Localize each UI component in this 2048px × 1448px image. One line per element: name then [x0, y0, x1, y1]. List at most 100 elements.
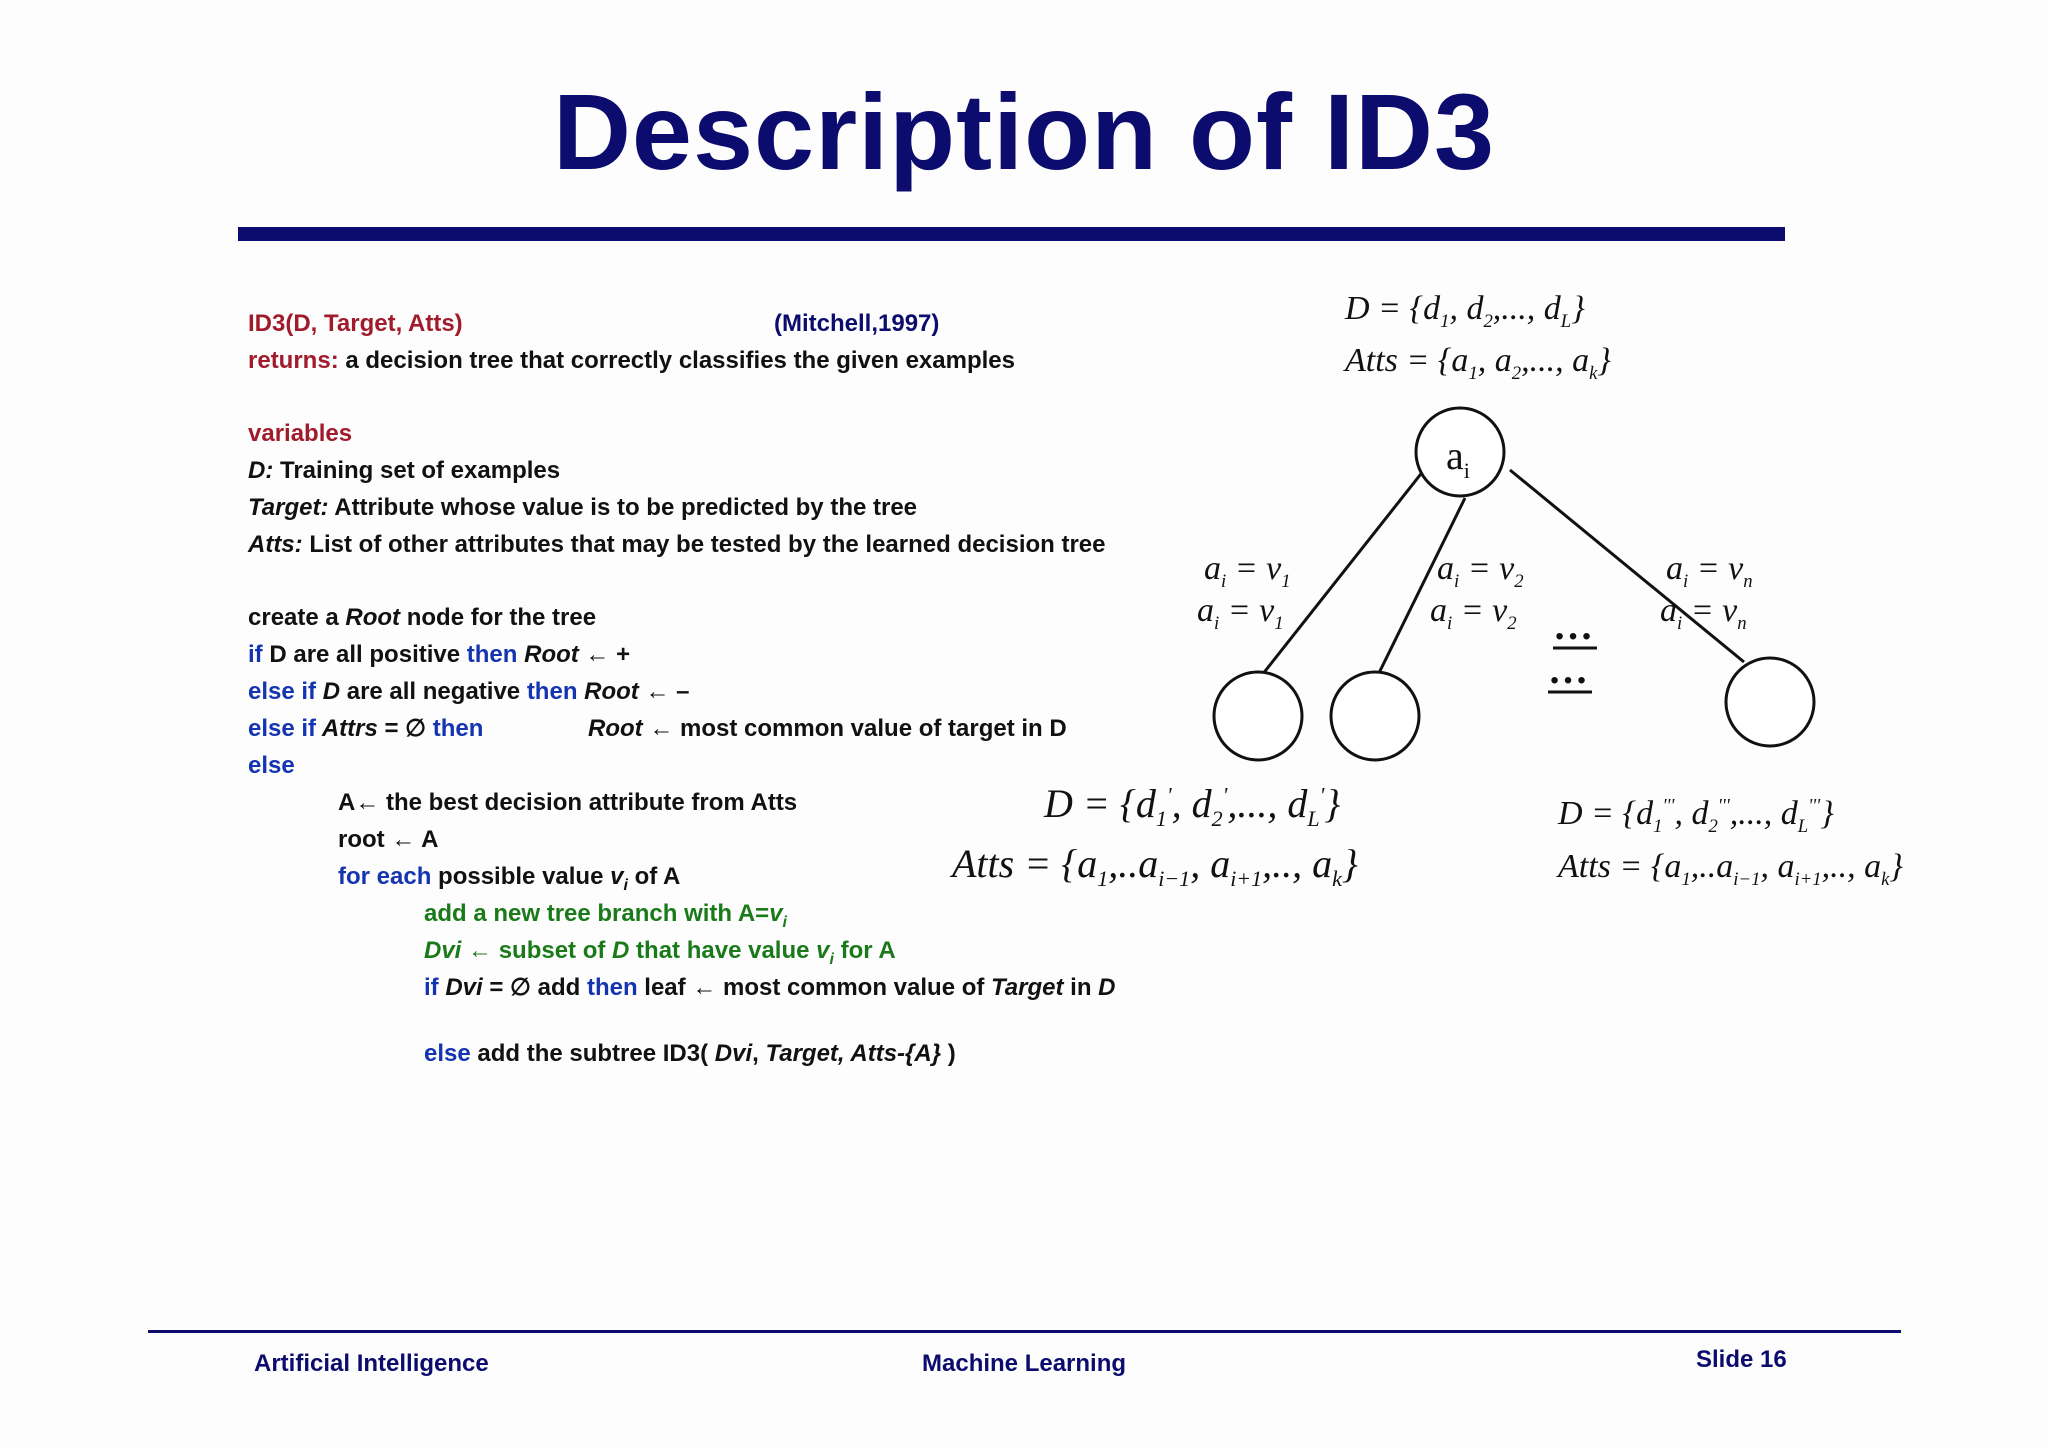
- algo-text: ,: [752, 1040, 766, 1067]
- algo-text: of A: [627, 863, 681, 890]
- title-divider: [238, 227, 1785, 241]
- algo-root: Root: [588, 715, 643, 742]
- keyword-then: then: [526, 678, 578, 705]
- variable-atts: Atts: List of other attributes that may …: [248, 531, 1106, 559]
- algo-line-subset: Dvi ← subset of D that have value vi for…: [424, 937, 896, 974]
- returns-text: a decision tree that correctly classifie…: [338, 347, 1015, 374]
- algo-d: D: [612, 937, 630, 964]
- algo-text: create a: [248, 604, 346, 631]
- function-signature: ID3(D, Target, Atts): [248, 310, 463, 337]
- algo-text: = ∅ add: [482, 974, 587, 1001]
- algo-atts: Attrs: [316, 715, 378, 742]
- keyword-else-if: else if: [248, 678, 317, 705]
- top-d-set: D = {d1, d2,..., dL}: [1345, 290, 1585, 332]
- child-atts-set: Atts = {a1,..ai−1, ai+1,.., ak}: [952, 841, 1358, 891]
- algo-root: Root: [577, 678, 639, 705]
- keyword-else-if: else if: [248, 715, 317, 742]
- algo-text: in: [1063, 974, 1099, 1001]
- algo-v: v: [769, 900, 783, 927]
- algo-args: Target, Atts-{A}: [765, 1040, 942, 1067]
- footer-topic: Machine Learning: [922, 1350, 1127, 1377]
- algo-target: Target: [991, 974, 1064, 1001]
- set-atts-prefix: Atts = {a: [952, 841, 1098, 886]
- keyword-if: if: [424, 974, 439, 1001]
- branch-var: a: [1197, 592, 1214, 629]
- returns-line: returns: a decision tree that correctly …: [248, 347, 1015, 375]
- variable-target: Target: Attribute whose value is to be p…: [248, 494, 917, 522]
- algo-text: ← +: [578, 641, 631, 668]
- variable-atts-desc: List of other attributes that may be tes…: [302, 531, 1106, 558]
- child-node-n: [1724, 656, 1816, 748]
- algo-dvi: Dvi: [438, 974, 483, 1001]
- child-d-set: D = {d1', d2',..., dL'}: [1044, 781, 1341, 831]
- root-node: [1414, 406, 1506, 498]
- branch-line-1: [1260, 469, 1426, 676]
- algo-line-else-subtree: else add the subtree ID3( Dvi, Target, A…: [424, 1040, 956, 1068]
- algo-v-sub: i: [623, 876, 628, 894]
- branch-label-1b: ai = v1: [1197, 592, 1284, 634]
- branch-label-2b: ai = v2: [1430, 592, 1517, 634]
- algo-dvi: Dvi: [424, 937, 462, 964]
- variables-heading: variables: [248, 420, 353, 447]
- algo-line-if-positive: if D are all positive then Root ← +: [248, 641, 630, 669]
- algo-line-if-negative: else if D are all negative then Root ← –: [248, 678, 689, 706]
- algo-line-root-assign: root ← A: [338, 826, 439, 853]
- keyword-else: else: [248, 752, 295, 779]
- set-d-prefix: D = {d: [1345, 290, 1441, 327]
- algo-text: ← –: [638, 678, 690, 705]
- algo-text: possible value: [431, 863, 611, 890]
- root-node-label: ai: [1446, 432, 1470, 484]
- top-atts-set: Atts = {a1, a2,..., ak}: [1345, 342, 1612, 384]
- algo-d: D: [1098, 974, 1116, 1001]
- set-atts-prefix: Atts = {a: [1558, 848, 1682, 885]
- keyword-if: if: [248, 641, 263, 668]
- algo-text: for A: [833, 937, 896, 964]
- citation: (Mitchell,1997): [774, 310, 940, 337]
- branch-label-nb: ai = vn: [1660, 592, 1747, 634]
- root-label-a: a: [1446, 433, 1464, 478]
- keyword-for-each: for each: [338, 863, 432, 890]
- algo-text: add a new tree branch with A=: [424, 900, 770, 927]
- keyword-then: then: [586, 974, 638, 1001]
- algo-text: that have value: [629, 937, 817, 964]
- child-n-d-set: D = {d1''', d2''',..., dL'''}: [1558, 795, 1834, 837]
- set-d-prefix: D = {d: [1044, 781, 1156, 826]
- branch-label-na: ai = vn: [1666, 550, 1753, 592]
- ellipsis-2: …: [1548, 647, 1588, 692]
- algo-line-if-empty-atts: else if Attrs = ∅ then: [248, 715, 483, 743]
- branch-var: a: [1430, 592, 1447, 629]
- variable-d-name: D:: [248, 457, 274, 484]
- child-n-atts-set: Atts = {a1,..ai−1, ai+1,.., ak}: [1558, 848, 1903, 890]
- set-d-prefix: D = {d: [1558, 795, 1654, 832]
- algo-text: leaf ← most common value of: [637, 974, 992, 1001]
- branch-label-2a: ai = v2: [1437, 550, 1524, 592]
- algo-v-sub: i: [782, 913, 787, 931]
- branch-var: a: [1666, 550, 1683, 587]
- algo-root: Root: [517, 641, 579, 668]
- footer-course: Artificial Intelligence: [254, 1350, 489, 1377]
- algo-text: ): [941, 1040, 956, 1067]
- child-node-2: [1329, 670, 1421, 762]
- algo-text: D are all positive: [262, 641, 467, 668]
- variable-d-desc: Training set of examples: [273, 457, 561, 484]
- algo-text: = ∅: [377, 715, 433, 742]
- keyword-then: then: [466, 641, 518, 668]
- ellipsis-1: …: [1553, 603, 1593, 648]
- footer-divider: [148, 1330, 1901, 1333]
- branch-line-n: [1509, 468, 1745, 664]
- branch-label-1a: ai = v1: [1204, 550, 1291, 592]
- slide-title: Description of ID3: [552, 71, 1496, 192]
- algo-line-add-branch: add a new tree branch with A=vi: [424, 900, 787, 937]
- algo-text: node for the tree: [400, 604, 597, 631]
- algo-line-if-empty-dvi: if Dvi = ∅ add then leaf ← most common v…: [424, 974, 1116, 1002]
- algo-dvi: Dvi: [714, 1040, 753, 1067]
- keyword-then: then: [432, 715, 484, 742]
- root-label-sub: i: [1463, 458, 1470, 483]
- algo-line-for-each: for each possible value vi of A: [338, 863, 680, 900]
- algo-text: add the subtree ID3(: [470, 1040, 715, 1067]
- footer-slide-number: Slide 16: [1696, 1346, 1787, 1373]
- algo-line-create-root: create a Root node for the tree: [248, 604, 596, 632]
- branch-line-2: [1376, 497, 1467, 676]
- algo-text: ← most common value of target in D: [642, 715, 1067, 742]
